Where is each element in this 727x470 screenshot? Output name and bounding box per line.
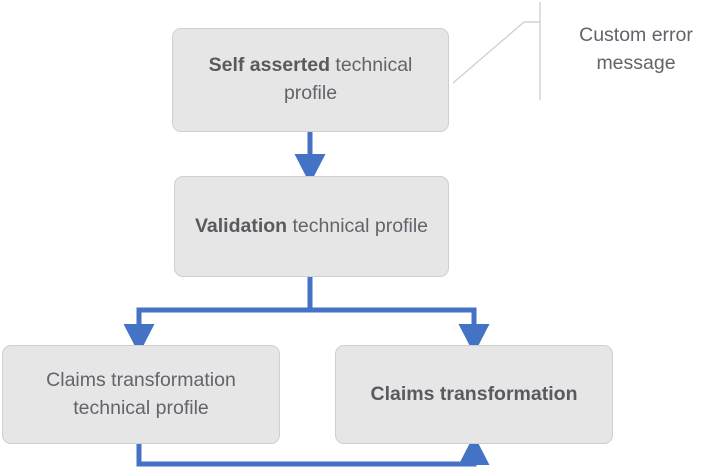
connector-validation-to-claims-boxes	[123, 277, 490, 355]
node-self-asserted-technical-profile[interactable]: Self asserted technical profile	[172, 28, 449, 132]
node-validation-label: Validation technical profile	[195, 213, 428, 241]
node-self-asserted-label: Self asserted technical profile	[187, 52, 434, 107]
node-validation-bold-label: Validation	[194, 214, 288, 237]
node-claims-transformation-technical-profile[interactable]: Claims transformation technical profile	[2, 345, 280, 444]
node-self-asserted-rest-label: technical profile	[283, 54, 413, 104]
node-claims-transformation-bold-label: Claims transformation	[370, 382, 578, 405]
node-self-asserted-bold-label: Self asserted	[208, 54, 330, 77]
node-validation-rest-label: technical profile	[287, 214, 429, 237]
callout-leader-line	[452, 2, 541, 100]
node-claims-transformation-label: Claims transformation	[371, 381, 578, 409]
node-validation-technical-profile[interactable]: Validation technical profile	[174, 176, 449, 277]
node-claims-transformation-technical-profile-label: Claims transformation technical profile	[46, 368, 236, 419]
callout-custom-error-message: Custom error message	[579, 24, 693, 74]
node-claims-transformation[interactable]: Claims transformation	[335, 345, 613, 444]
connector-claims-loop	[136, 434, 490, 467]
